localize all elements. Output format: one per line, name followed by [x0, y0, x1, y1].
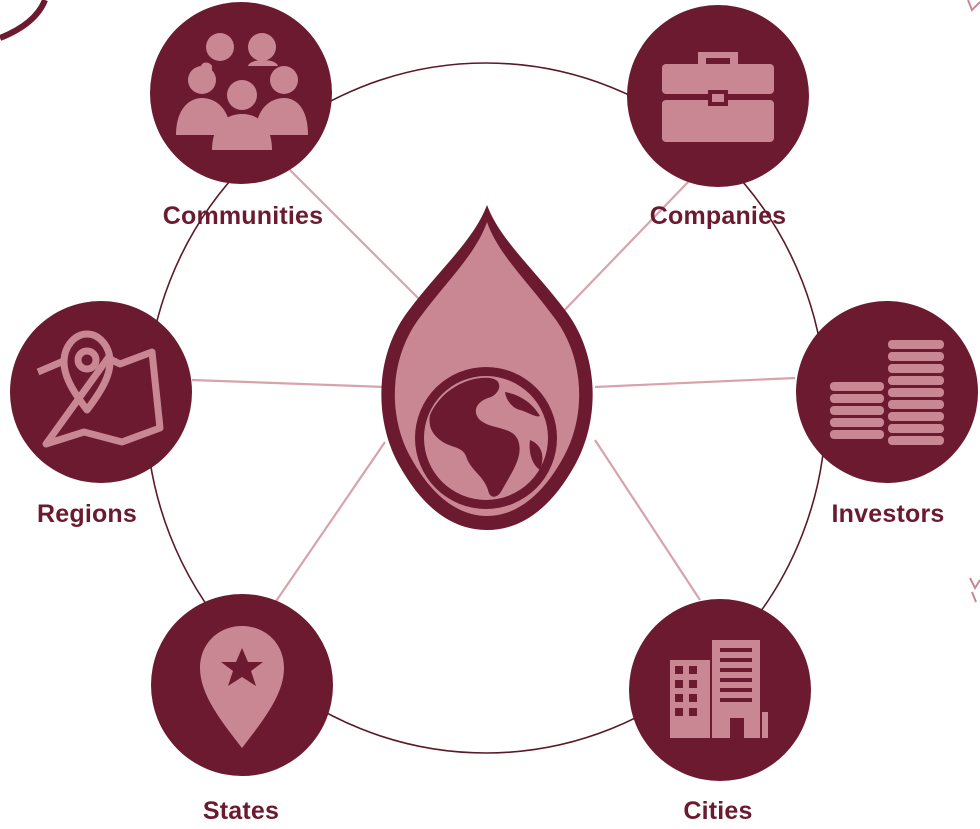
label-investors: Investors	[831, 500, 945, 528]
buildings-icon	[670, 640, 768, 738]
decorative-mark-right-top	[967, 0, 980, 12]
decorative-mark-right-low	[971, 591, 977, 603]
label-regions: Regions	[36, 500, 138, 528]
node-communities	[150, 2, 332, 184]
spoke-investors	[594, 376, 796, 389]
node-states	[151, 594, 333, 776]
spokes	[191, 169, 796, 611]
coins-icon	[830, 340, 944, 445]
node-investors	[796, 301, 978, 483]
node-cities	[629, 599, 811, 781]
decorative-mark-right-mid	[969, 577, 980, 591]
node-companies	[627, 5, 809, 187]
globe-droplet-icon	[381, 205, 593, 530]
people-icon	[176, 33, 308, 150]
label-states: States	[202, 797, 280, 825]
location-star-icon	[200, 626, 284, 748]
node-regions	[10, 301, 192, 483]
label-companies: Companies	[649, 202, 787, 230]
map-pin-icon	[36, 330, 164, 448]
spoke-communities	[289, 169, 426, 306]
label-cities: Cities	[683, 797, 753, 825]
briefcase-icon	[662, 52, 774, 142]
spoke-companies	[554, 179, 691, 321]
spoke-states	[269, 441, 386, 611]
label-communities: Communities	[162, 202, 324, 230]
decorative-arc-top-left	[0, 0, 48, 41]
spoke-regions	[191, 378, 386, 389]
spoke-cities	[594, 439, 701, 601]
